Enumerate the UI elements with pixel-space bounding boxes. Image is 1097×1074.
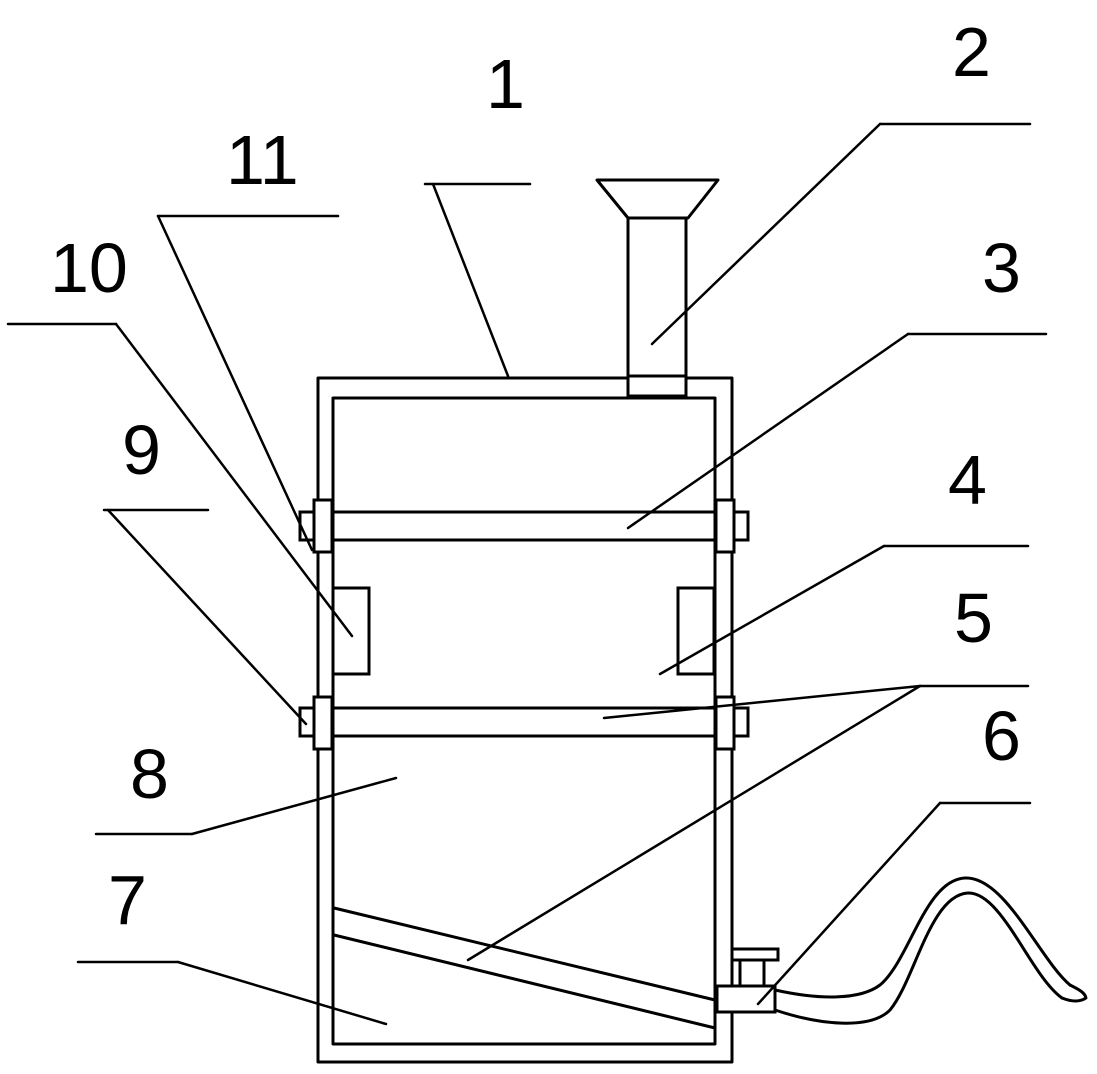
upper-screen-plate bbox=[298, 498, 750, 554]
feed-funnel bbox=[595, 178, 720, 398]
outlet-valve bbox=[715, 947, 780, 1014]
label-8: 8 bbox=[130, 735, 169, 813]
callout-labels: 1 2 3 4 5 6 7 8 9 10 11 bbox=[50, 13, 1021, 939]
label-2: 2 bbox=[952, 13, 991, 91]
label-10: 10 bbox=[50, 229, 128, 307]
lower-screen-plate bbox=[298, 695, 750, 751]
label-3: 3 bbox=[982, 229, 1021, 307]
label-4: 4 bbox=[948, 441, 987, 519]
label-1: 1 bbox=[486, 45, 525, 123]
label-7: 7 bbox=[108, 861, 147, 939]
leader-lines bbox=[6, 122, 1048, 1026]
label-9: 9 bbox=[122, 411, 161, 489]
label-5: 5 bbox=[954, 579, 993, 657]
inclined-bottom-plate bbox=[332, 906, 717, 1030]
drain-hose bbox=[773, 876, 1088, 1025]
label-6: 6 bbox=[982, 697, 1021, 775]
label-11: 11 bbox=[226, 121, 299, 199]
side-blocks bbox=[331, 586, 716, 676]
